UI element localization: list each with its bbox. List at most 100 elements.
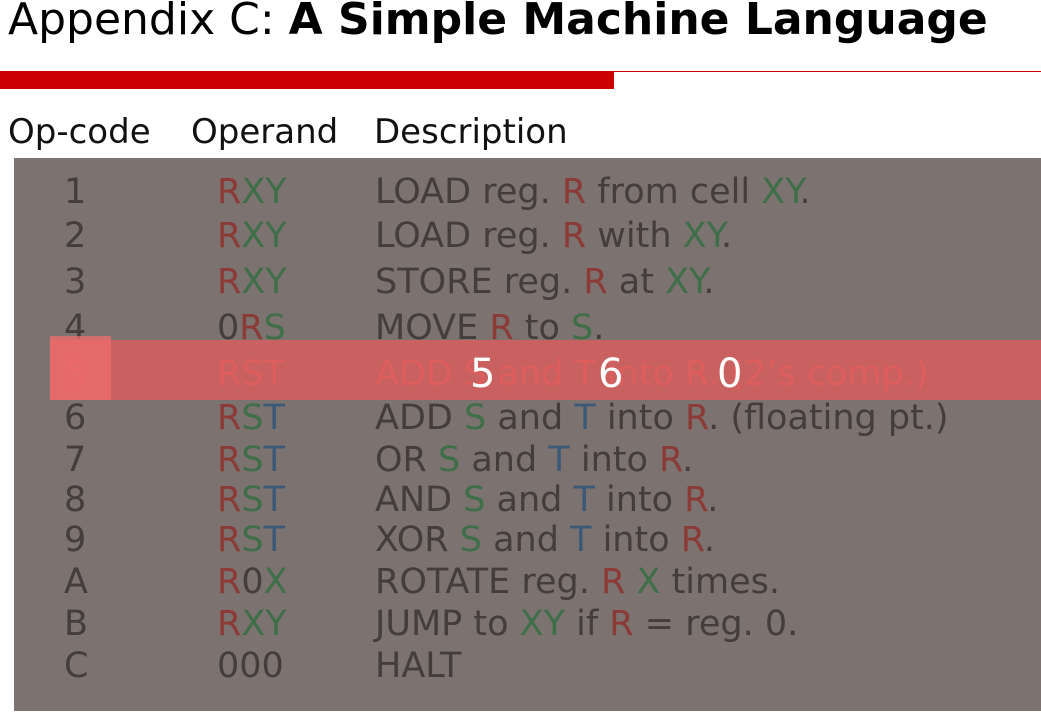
opcode-cell: 8 xyxy=(64,480,87,520)
description-part: . xyxy=(707,480,719,520)
description-part: R xyxy=(561,172,587,212)
operand-part: S xyxy=(241,398,264,438)
description-part: ADD xyxy=(375,398,464,438)
description-part: HALT xyxy=(375,646,462,686)
description-cell: ROTATE reg. R X times. xyxy=(375,562,780,602)
opcode-cell: 6 xyxy=(64,398,87,438)
operand-part: R xyxy=(217,262,242,302)
description-part: S xyxy=(571,308,594,348)
opcode-cell: C xyxy=(64,646,89,686)
description-part: STORE reg. xyxy=(375,262,584,302)
description-part: R xyxy=(684,480,708,520)
description-part: into xyxy=(595,398,685,438)
description-part: into xyxy=(569,440,660,480)
highlight-band xyxy=(50,340,1041,400)
operand-cell: RXY xyxy=(217,216,287,256)
description-part: R xyxy=(685,398,709,438)
opcode-cell: A xyxy=(64,562,88,602)
description-part: into xyxy=(591,520,681,560)
operand-part: 0 xyxy=(241,562,264,602)
description-cell: LOAD reg. R from cell XY. xyxy=(375,172,811,212)
description-part: ROTATE reg. xyxy=(375,562,601,602)
description-part: and xyxy=(486,398,575,438)
operand-cell: RST xyxy=(217,480,285,520)
overlay-value-2: 6 xyxy=(598,351,624,397)
description-part: XOR xyxy=(375,520,460,560)
overlay-value-1: 5 xyxy=(470,351,496,397)
operand-cell: RXY xyxy=(217,172,287,212)
description-part: LOAD reg. xyxy=(375,172,562,212)
description-part: S xyxy=(438,440,461,480)
operand-part: XY xyxy=(241,216,287,256)
description-part: LOAD reg. xyxy=(375,216,562,256)
description-part: . xyxy=(799,172,811,212)
operand-part: S xyxy=(241,520,264,560)
description-part: XY xyxy=(519,604,565,644)
description-part xyxy=(625,562,636,602)
description-cell: HALT xyxy=(375,646,461,686)
description-part: R xyxy=(583,262,608,302)
description-part: . xyxy=(682,440,694,480)
title-underline-thin xyxy=(614,71,1041,72)
description-cell: JUMP to XY if R = reg. 0. xyxy=(375,604,798,644)
description-part: = reg. 0. xyxy=(633,604,799,644)
operand-part: R xyxy=(217,520,242,560)
operand-part: R xyxy=(217,604,242,644)
highlight-cell xyxy=(50,336,111,400)
description-part: and xyxy=(460,440,549,480)
operand-part: T xyxy=(263,520,285,560)
table-row: 7 RST OR S and T into R. xyxy=(14,440,1041,480)
title-prefix: Appendix C: xyxy=(8,0,289,45)
description-part: with xyxy=(586,216,683,256)
description-part: T xyxy=(570,520,592,560)
operand-part: R xyxy=(217,172,242,212)
description-part: . xyxy=(720,216,733,256)
operand-cell: RST xyxy=(217,440,285,480)
opcode-cell: 1 xyxy=(64,172,87,212)
table-row: C 000 HALT xyxy=(14,646,1041,686)
description-part: OR xyxy=(375,440,438,480)
operand-part: R xyxy=(217,562,242,602)
description-part: T xyxy=(574,398,596,438)
header-operand: Operand xyxy=(191,112,339,152)
description-part: XY xyxy=(665,262,704,302)
operand-part: X xyxy=(263,562,288,602)
operand-part: R xyxy=(217,216,242,256)
operand-part: 000 xyxy=(217,646,284,686)
description-part: if xyxy=(565,604,610,644)
operand-part: R xyxy=(217,398,242,438)
operand-part: T xyxy=(263,398,285,438)
operand-part: T xyxy=(263,480,285,520)
description-part: R xyxy=(609,604,634,644)
description-part: and xyxy=(481,520,571,560)
description-part: from cell xyxy=(586,172,762,212)
opcode-cell: 7 xyxy=(64,440,87,480)
description-part: into xyxy=(594,480,685,520)
operand-part: XY xyxy=(241,172,287,212)
opcode-cell: 9 xyxy=(64,520,87,560)
opcode-cell: 3 xyxy=(64,262,87,302)
description-part: S xyxy=(463,480,486,520)
operand-part: T xyxy=(263,440,285,480)
description-part: R xyxy=(561,216,587,256)
opcode-cell: 2 xyxy=(64,216,87,256)
operand-cell: 000 xyxy=(217,646,284,686)
description-cell: XOR S and T into R. xyxy=(375,520,715,560)
title-underline-thick xyxy=(0,71,614,89)
operand-part: S xyxy=(241,480,264,520)
operand-cell: R0X xyxy=(217,562,288,602)
description-part: XY xyxy=(761,172,800,212)
description-part: . (floating pt.) xyxy=(708,398,949,438)
operand-cell: RST xyxy=(217,398,285,438)
description-part: times. xyxy=(660,562,781,602)
description-part: . xyxy=(703,520,715,560)
description-cell: OR S and T into R. xyxy=(375,440,693,480)
description-cell: AND S and T into R. xyxy=(375,480,718,520)
description-part: XY xyxy=(682,216,721,256)
table-row: A R0X ROTATE reg. R X times. xyxy=(14,562,1041,602)
